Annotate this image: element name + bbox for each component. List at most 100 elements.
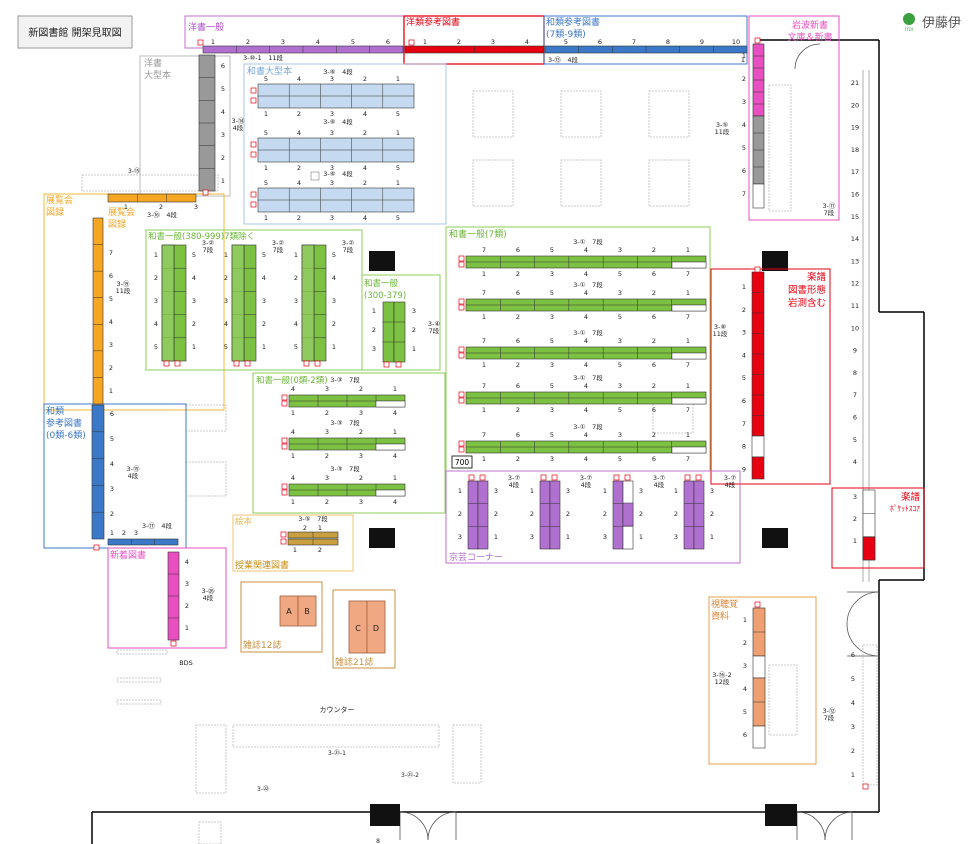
shelf-number: 4 [291,428,295,436]
label-shinchaku: 新着図書 [110,549,146,561]
shelf-number: 4 [110,460,114,468]
shelf-number: 7 [482,246,486,254]
shelf-number: 3 [109,341,113,349]
counter-code-1: 3-㉑-1 [328,749,346,757]
shelf-number: 5 [618,313,622,321]
shelf-kyogei-a-l [467,480,479,550]
shelf-end-marker [551,474,558,481]
label-yosho-ogata-2: 大型本 [144,69,171,81]
shelf-number: 4 [297,75,301,83]
shelf-number: 6 [652,455,656,463]
shelf-code: 3-⑯-2 [712,671,731,679]
shelf-number: 3 [185,580,189,588]
shelf-number: 1 [742,283,746,291]
shelf-number: 7 [686,270,690,278]
shelf-number: 5 [396,164,400,172]
shelf-number: 2 [494,510,498,518]
shelf-washo7-empty [671,352,707,360]
shelf-number: 1 [291,452,295,460]
box-700-label: 700 [455,458,470,467]
shelf-number: 1 [686,337,690,345]
shelf-number: 1 [264,214,268,222]
shelf-number: 3 [618,246,622,254]
shelf-number: 4 [584,382,588,390]
shelf-code: 7段 [824,713,835,722]
shelf-number: 1 [639,533,643,541]
shelf-number: 3 [550,313,554,321]
shelf-number: 3 [639,487,643,495]
shelf-number: 1 [412,345,416,353]
shelf-code: 3-③ 7段 [330,418,360,427]
shelf-number: 3 [325,474,329,482]
shelf-380-fill [161,244,175,362]
shelf-number: 2 [652,337,656,345]
shelf-number: 1 [393,428,397,436]
shelf-number: 1 [686,431,690,439]
shelf-code: 3-① 7段 [573,280,603,289]
shelf-number: 1 [294,251,298,259]
shelf-number: 1 [686,246,690,254]
label-washo-380: 和書一般(380-999)7類除く [148,231,255,242]
shelf-number: 6 [652,361,656,369]
shelf-380-fill [301,244,315,362]
shelf-code: 7段 [273,245,284,254]
shelf-number: 2 [652,382,656,390]
shelf-number: 16 [851,191,859,199]
shelf-number: 2 [603,510,607,518]
shelf-number: 1 [423,38,427,46]
shelf-number: 3 [851,723,855,731]
shelf-number: 5 [396,214,400,222]
shelf-code: 3-⑤ [716,121,728,129]
shelf-number: 4 [742,121,746,129]
shelf-number: 2 [109,364,113,372]
label-gakufu-3: 岩測含む [788,297,826,309]
label-jugyo: 授業関連図書 [235,559,289,571]
shelf-shichokaku-empty [752,655,766,679]
shelf-code: 3-② [342,239,354,247]
shelf-number: 3 [618,337,622,345]
shelf-number: 2 [110,510,114,518]
shelf-number: 3 [550,455,554,463]
shelf-end-marker [174,360,181,367]
shelf-number: 2 [363,129,367,137]
shelf-end-marker [458,346,465,353]
shelf-washo02-empty [375,443,406,451]
section-labels: 洋書一般 洋類参考図書 和類参考図書 (7類-9類) 岩波新書 文庫＆新書 洋書… [46,16,920,668]
shelf-number: 1 [741,56,745,64]
shelf-number: 4 [224,320,228,328]
shelf-end-marker [458,298,465,305]
shelf-number: 3 [194,203,198,211]
shelf-number: 2 [297,214,301,222]
shelf-number: 9 [853,347,857,355]
shelf-kyogei-partial [622,502,634,527]
shelf-number: 4 [584,431,588,439]
shelf-number: 5 [110,435,114,443]
shelf-number: 2 [652,246,656,254]
shelf-code: 11段 [713,329,728,338]
label-iwanami-1: 岩波新書 [792,19,828,31]
shelf-wa-sanko-left [91,404,105,540]
shelf-number: 3 [853,493,857,501]
shelf-end-marker [458,397,465,404]
shelf-number: 1 [743,616,747,624]
label-shichokaku-1: 視聴覚 [711,598,738,610]
shelf-number: 8 [666,38,670,46]
shelf-number: 5 [192,251,196,259]
shelf-number: 3 [224,297,228,305]
shelf-number: 2 [652,431,656,439]
shelf-number: 15 [851,213,859,221]
title-box [17,15,133,49]
label-washo-02: 和書一般(0類-2類) [256,375,328,386]
shelf-number: 4 [584,270,588,278]
shelf-number: 5 [332,251,336,259]
magazine-d-label: D [373,624,379,633]
shelf-number: 4 [332,274,336,282]
shelf-pocket-fill [862,536,876,561]
shelf-end-marker [250,87,257,94]
shelf-number: 2 [652,289,656,297]
shelf-number: 1 [686,289,690,297]
shelf-number: 3 [359,409,363,417]
shelf-number: 5 [618,455,622,463]
magazine-b-label: B [304,607,310,616]
shelf-code: 3-⑬ 4段 [548,55,579,64]
